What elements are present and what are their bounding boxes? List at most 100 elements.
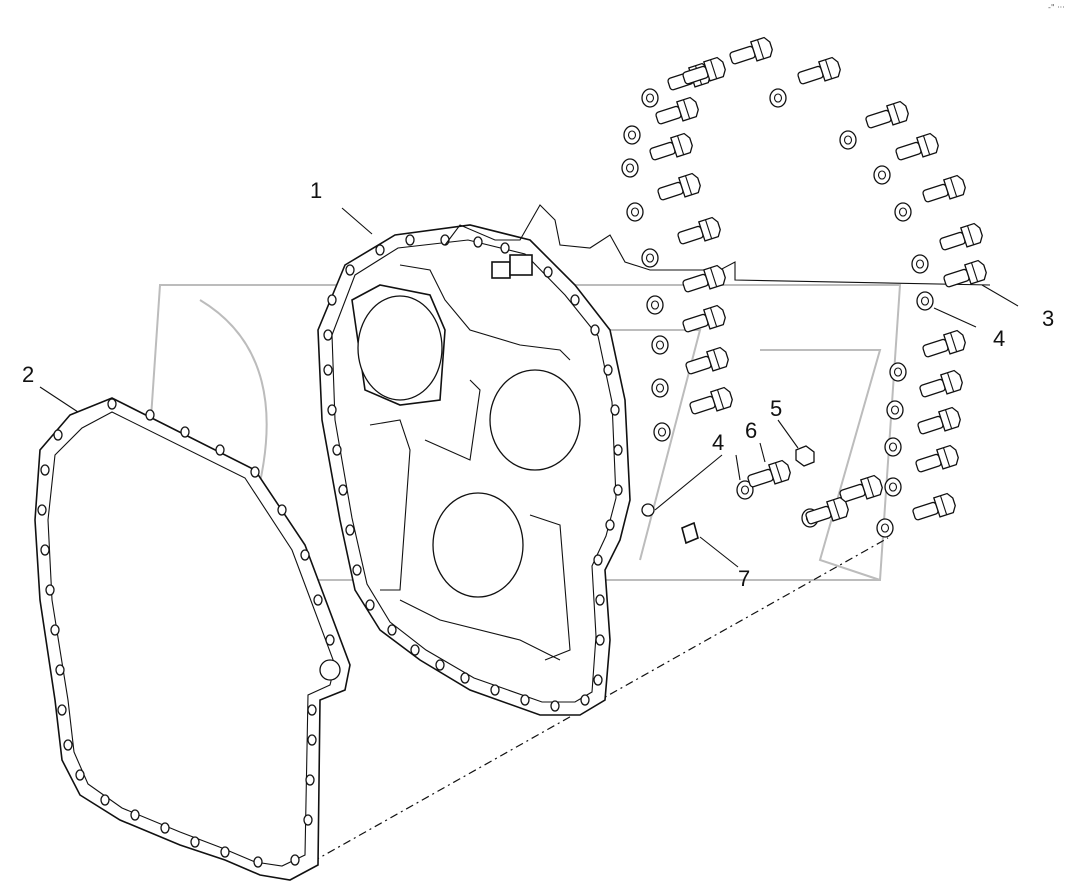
- bolt-head-edge: [824, 59, 833, 79]
- washer-outer: [886, 400, 904, 420]
- washer-bore: [773, 93, 783, 103]
- washer-bore: [888, 482, 898, 492]
- washer-bore: [893, 367, 903, 377]
- bolt-icon: [682, 304, 726, 333]
- bolt-icon: [919, 369, 963, 398]
- washer-outer: [646, 295, 664, 315]
- washer-icon: [876, 518, 894, 538]
- washer-icon: [653, 422, 671, 442]
- bolt-shank: [729, 45, 756, 65]
- bolt-icon: [797, 56, 841, 85]
- plate-bolt-hole: [345, 524, 355, 536]
- washer-icon: [911, 254, 929, 274]
- gasket-bolt-hole: [75, 769, 85, 781]
- bolt-head-edge: [676, 135, 685, 155]
- bolt-head-edge: [682, 99, 691, 119]
- plate-bolt-hole: [435, 659, 445, 671]
- plate-bolt-hole: [460, 672, 470, 684]
- bolt-head: [959, 222, 983, 248]
- gasket-bolt-hole: [57, 704, 67, 716]
- washer-bore: [877, 170, 887, 180]
- gasket-holes: [37, 398, 335, 868]
- bolt-head-edge: [712, 349, 721, 369]
- bolt-shank: [657, 181, 684, 201]
- frame-outline: [444, 204, 991, 286]
- bolt-icon: [922, 174, 966, 203]
- plate-bolt-hole: [405, 234, 415, 246]
- bolt-shank: [685, 355, 712, 375]
- bolt-head: [885, 100, 909, 126]
- bolt-head-edge: [756, 39, 765, 59]
- plate-bolt-hole: [520, 694, 530, 706]
- plate-bolt-hole: [610, 404, 620, 416]
- bolt-shank: [677, 225, 704, 245]
- bolt-icon: [689, 386, 733, 415]
- washer-icon: [894, 202, 912, 222]
- plate-bolt-hole: [327, 294, 337, 306]
- washer-icon: [886, 400, 904, 420]
- plate-bolt-hole: [473, 236, 483, 248]
- bolt-head: [915, 132, 939, 158]
- washer-icon: [626, 202, 644, 222]
- bolt-icon: [915, 444, 959, 473]
- bolt-head: [935, 444, 959, 470]
- washer-icon: [889, 362, 907, 382]
- bolt-icon: [685, 346, 729, 375]
- bolt-shank: [895, 141, 922, 161]
- washer-outer: [894, 202, 912, 222]
- gasket: [34, 397, 351, 881]
- plate-bolt-hole: [327, 404, 337, 416]
- bolt-shank: [649, 141, 676, 161]
- callout-3: 3: [1042, 306, 1054, 331]
- washer-icon: [916, 291, 934, 311]
- callout-4-right: 4: [993, 326, 1005, 351]
- washer-bore: [655, 383, 665, 393]
- plate-bolt-hole: [613, 444, 623, 456]
- washer-bore: [625, 163, 635, 173]
- washer-bore: [655, 340, 665, 350]
- washer-bore: [888, 442, 898, 452]
- washer-icon: [641, 248, 659, 268]
- gasket-bolt-hole: [325, 634, 335, 646]
- corner-mark: -" ···: [1048, 3, 1065, 12]
- plate-bolt-hole: [387, 624, 397, 636]
- washer-icon: [769, 88, 787, 108]
- plate-bolt-hole: [338, 484, 348, 496]
- bolt-icon: [747, 459, 791, 488]
- bolt-head-edge: [832, 499, 841, 519]
- gasket-bolt-hole: [307, 704, 317, 716]
- bolt-icon: [895, 132, 939, 161]
- plate-bolt-hole: [440, 234, 450, 246]
- callout-7: 7: [738, 566, 750, 591]
- bolt-shank: [919, 378, 946, 398]
- gasket-bolt-hole: [100, 794, 110, 806]
- washer-icon: [651, 378, 669, 398]
- gasket-bolt-hole: [45, 584, 55, 596]
- plate-bolt-hole: [323, 364, 333, 376]
- washer-bore: [740, 485, 750, 495]
- gasket-bolt-hole: [215, 444, 225, 456]
- plate-bolt-hole: [500, 242, 510, 254]
- washer-icon: [651, 335, 669, 355]
- callout-1: 1: [310, 178, 322, 203]
- washer-bore: [645, 253, 655, 263]
- bolt-shank: [682, 273, 709, 293]
- washer-bore: [650, 300, 660, 310]
- bolt-head: [702, 56, 726, 82]
- bolt-head-edge: [774, 462, 783, 482]
- gasket-bolt-hole: [180, 426, 190, 438]
- plate-bolt-hole: [352, 564, 362, 576]
- gasket-bolt-hole: [145, 409, 155, 421]
- bolt-icon: [917, 406, 961, 435]
- washer-bore: [890, 405, 900, 415]
- bolt-head: [697, 216, 721, 242]
- bolt-shank: [682, 313, 709, 333]
- gasket-bolt-hole: [253, 856, 263, 868]
- callouts: 1 2 3 4 4 5 6 7 -" ···: [22, 3, 1065, 591]
- nut-icon: [795, 445, 815, 467]
- plate-bolt-hole: [593, 674, 603, 686]
- bolt-icon: [805, 496, 849, 525]
- bolt-head-edge: [944, 409, 953, 429]
- plate-bolt-hole: [365, 599, 375, 611]
